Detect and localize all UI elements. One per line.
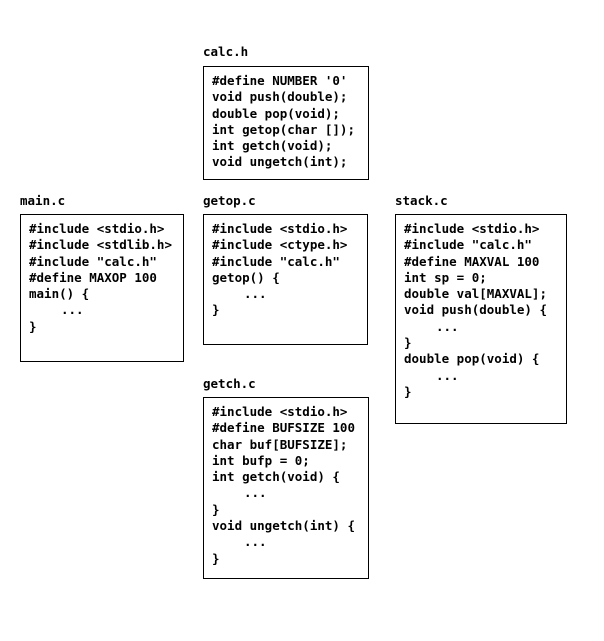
code-line: } [29, 318, 37, 334]
code-line: #define MAXOP 100 [29, 269, 157, 285]
code-box-getch-c: #include <stdio.h> #define BUFSIZE 100 c… [203, 397, 369, 579]
code-box-main-c: #include <stdio.h> #include <stdlib.h> #… [20, 214, 184, 362]
code-line: #include "calc.h" [404, 237, 532, 253]
code-line: #include <stdlib.h> [29, 237, 172, 253]
code-line: void ungetch(int); [212, 154, 348, 170]
code-line: ... [244, 485, 267, 501]
code-line: #include <stdio.h> [212, 404, 348, 419]
code-line: ... [61, 302, 84, 318]
code-line: double pop(void); [212, 105, 340, 121]
code-line: } [404, 383, 412, 399]
code-line: void ungetch(int) { [212, 518, 355, 534]
code-line: void push(double); [212, 89, 348, 105]
code-line: #define NUMBER '0' [212, 73, 348, 88]
code-line: #include <stdio.h> [404, 221, 540, 236]
code-box-calc-h: #define NUMBER '0' void push(double); do… [203, 66, 369, 180]
code-line: int getch(void) { [212, 469, 340, 485]
code-line: int bufp = 0; [212, 452, 310, 468]
code-line: } [212, 302, 220, 318]
code-line: #define MAXVAL 100 [404, 253, 540, 269]
code-box-stack-c: #include <stdio.h> #include "calc.h" #de… [395, 214, 567, 424]
code-line: char buf[BUFSIZE]; [212, 436, 348, 452]
code-box-getop-c: #include <stdio.h> #include <ctype.h> #i… [203, 214, 368, 345]
code-line: #include <stdio.h> [29, 221, 165, 236]
code-line: int sp = 0; [404, 269, 487, 285]
code-line: getop() { [212, 269, 280, 285]
code-line: } [404, 335, 412, 351]
code-line: } [212, 501, 220, 517]
code-line: #define BUFSIZE 100 [212, 420, 355, 436]
code-line: ... [244, 286, 267, 302]
file-title-main-c: main.c [20, 193, 66, 208]
file-title-stack-c: stack.c [395, 193, 448, 208]
code-line: #include <ctype.h> [212, 237, 348, 253]
code-line: int getch(void); [212, 138, 333, 154]
code-line: #include "calc.h" [29, 253, 157, 269]
code-line: double pop(void) { [404, 351, 540, 367]
code-line: ... [436, 367, 459, 383]
code-line: #include <stdio.h> [212, 221, 348, 236]
code-line: main() { [29, 286, 90, 302]
file-title-getop-c: getop.c [203, 193, 256, 208]
code-line: int getop(char []); [212, 121, 355, 137]
code-line: ... [244, 534, 267, 550]
code-line: ... [436, 318, 459, 334]
code-line: #include "calc.h" [212, 253, 340, 269]
code-line: void push(double) { [404, 302, 547, 318]
code-line: double val[MAXVAL]; [404, 286, 547, 302]
code-line: } [212, 550, 220, 566]
file-title-calc-h: calc.h [203, 44, 249, 59]
file-title-getch-c: getch.c [203, 376, 256, 391]
